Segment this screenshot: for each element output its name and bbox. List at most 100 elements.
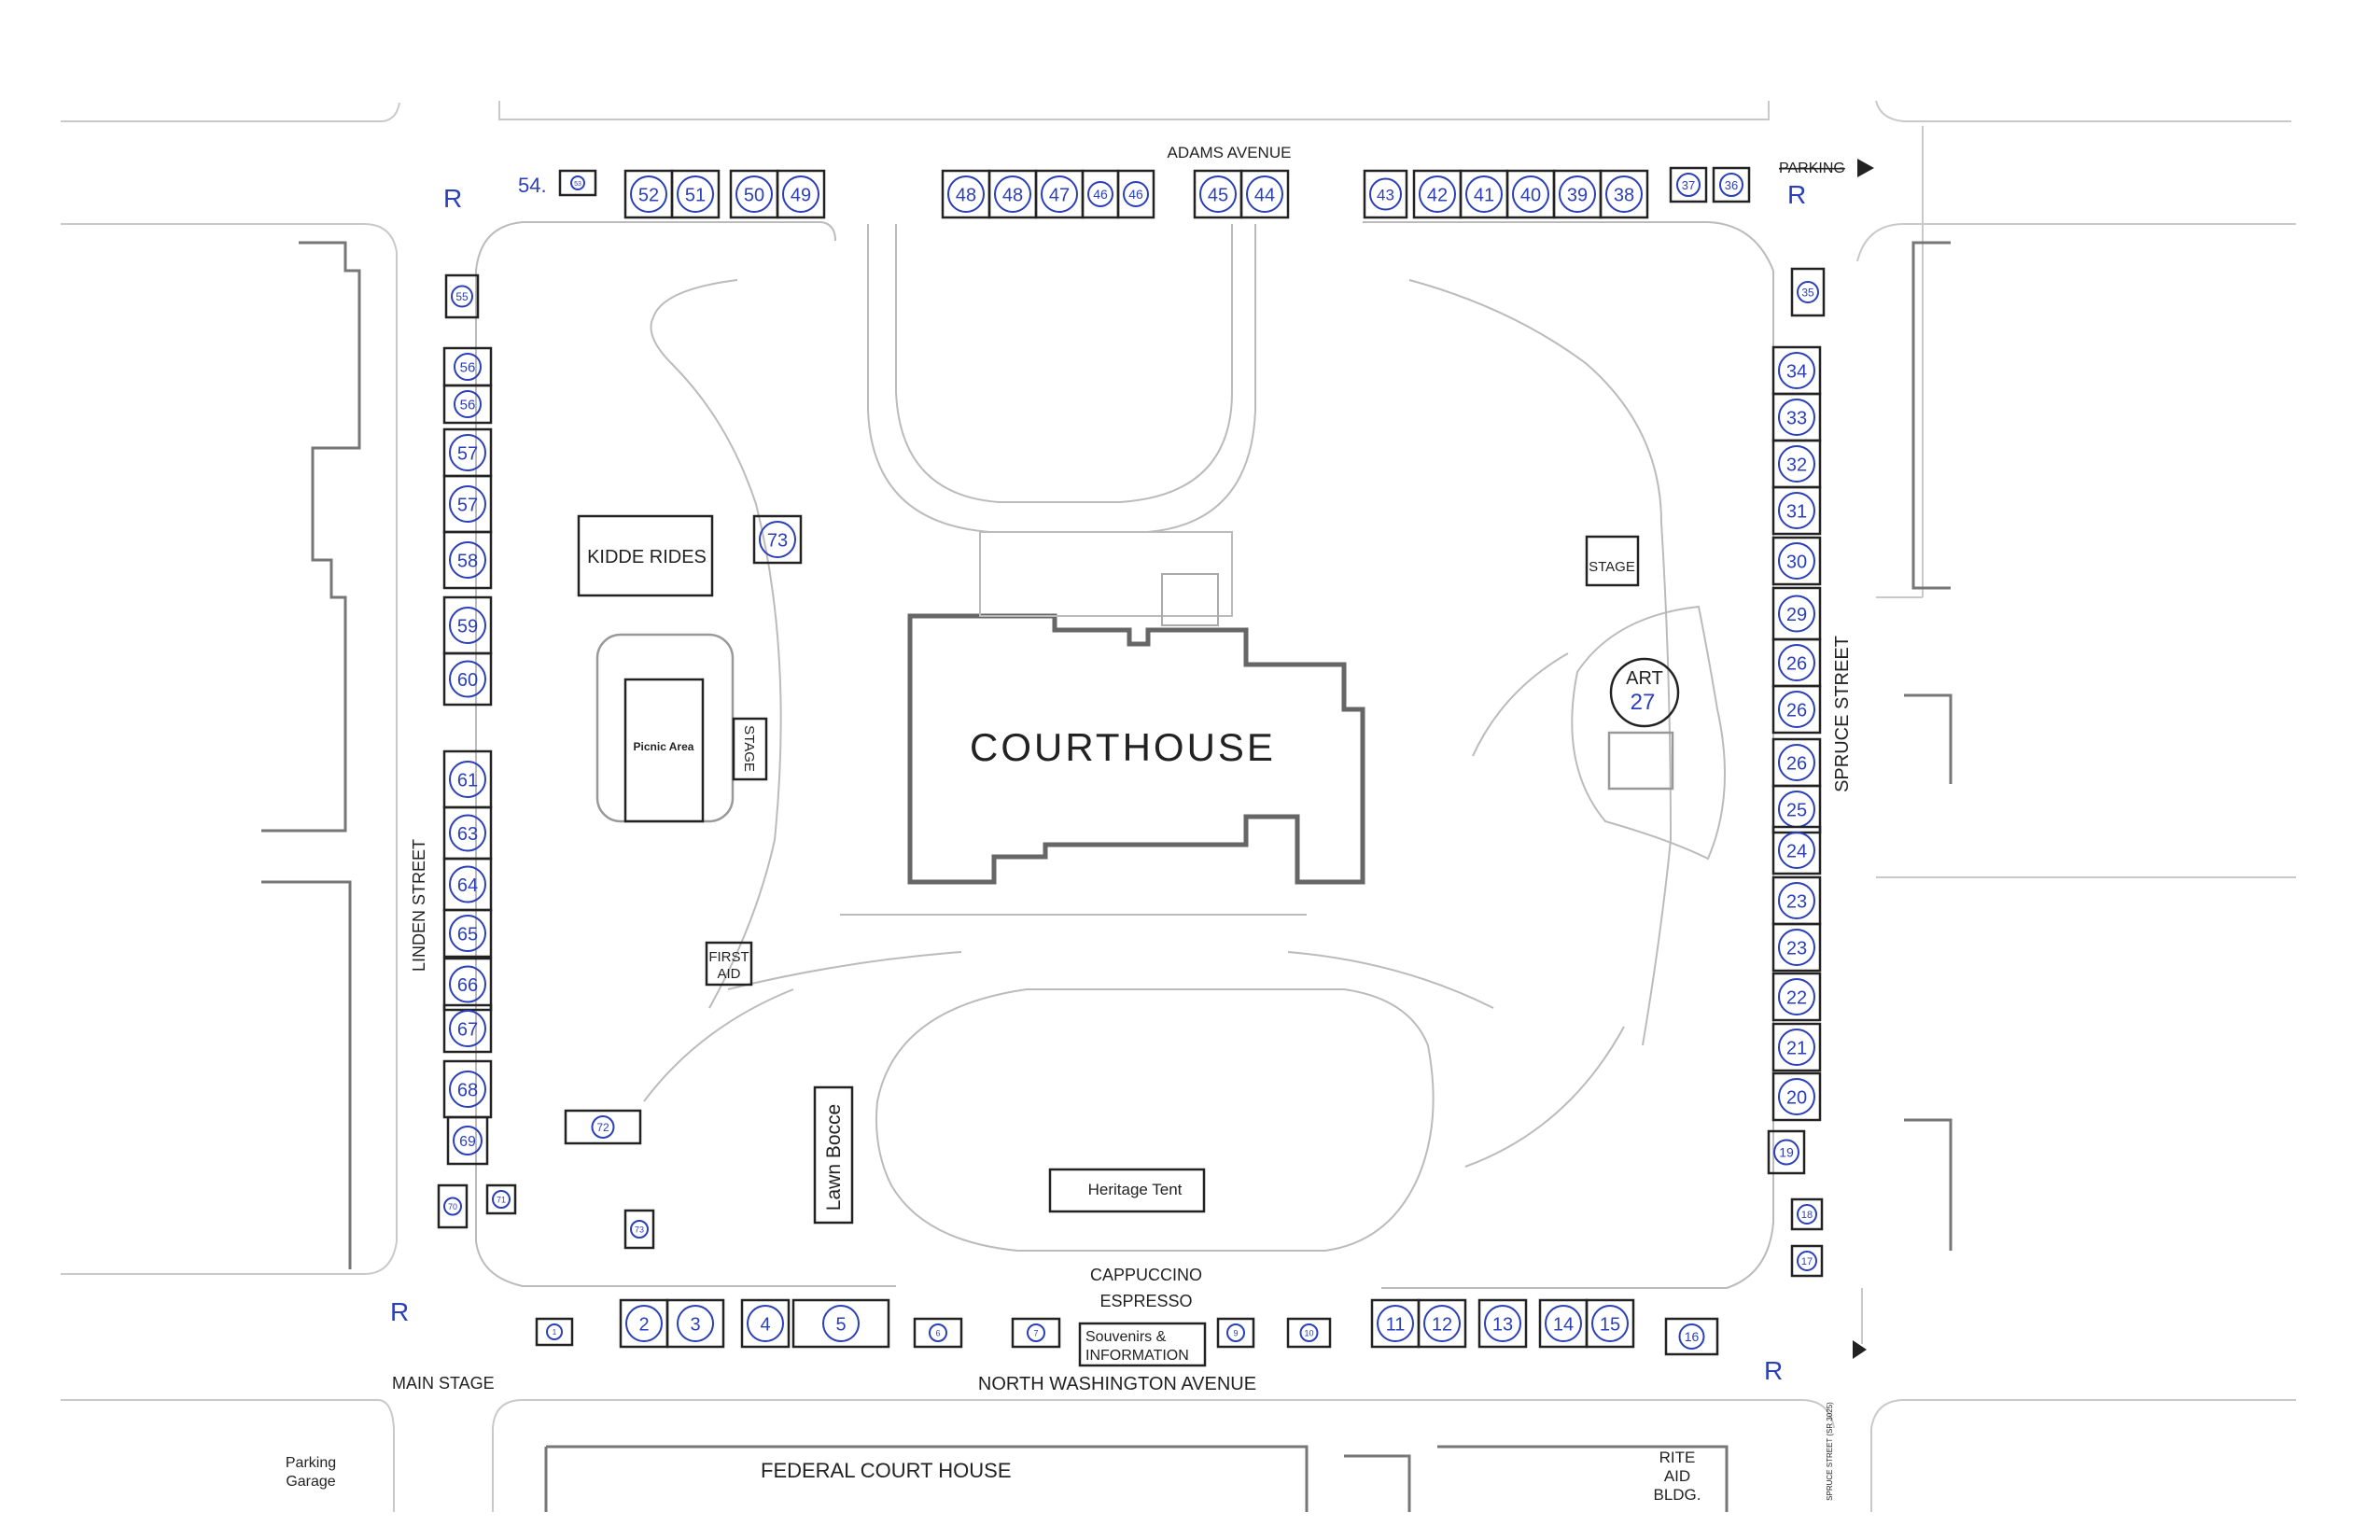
booth-circle [630, 1220, 649, 1239]
booth-circle [1226, 1323, 1245, 1342]
kidde-rides-label: KIDDE RIDES [587, 547, 707, 567]
booth-box [1664, 1317, 1719, 1356]
booth-number: 31 [1786, 502, 1807, 523]
booth-circle [449, 1010, 486, 1047]
booth-number: 51 [685, 186, 706, 206]
booth-circle [1041, 175, 1078, 213]
booth-circle [449, 761, 486, 798]
booth-number: 57 [457, 444, 478, 465]
booth-number: 58 [457, 552, 478, 572]
booth-number: 25 [1786, 801, 1807, 821]
booth-circle [1773, 1139, 1799, 1166]
street-east-small: SPRUCE STREET (SR 3025) [1826, 1402, 1834, 1501]
booth-circle [1369, 177, 1402, 211]
booth-circle [822, 1305, 860, 1342]
courthouse-building: COURTHOUSE [907, 531, 1365, 885]
booth-number: 69 [459, 1134, 476, 1150]
street-east: SPRUCE STREET [1832, 636, 1853, 792]
rite-aid-label-1: RITE [1659, 1449, 1696, 1466]
booth-circle [1512, 175, 1549, 213]
booth-circle [947, 175, 985, 213]
booth-circle [1591, 1305, 1629, 1342]
booth-circle [1797, 1251, 1817, 1271]
booth-circle [1484, 1305, 1521, 1342]
booth-number: 6 [935, 1329, 940, 1338]
booth-circle [1559, 175, 1596, 213]
booth-number: 49 [791, 186, 811, 206]
booth-number: 20 [1786, 1088, 1807, 1109]
buildings [261, 241, 1953, 1512]
booth-box [535, 1317, 574, 1347]
booth-number: 42 [1427, 186, 1448, 206]
booth-circle [454, 390, 482, 418]
booth-number: 60 [457, 670, 478, 691]
booth-number: 46 [1093, 187, 1108, 202]
souvenirs-label-1: Souvenirs & [1085, 1329, 1167, 1345]
booth-number: 47 [1049, 186, 1070, 206]
booth-box [442, 1003, 493, 1054]
booth-box [1477, 1298, 1528, 1349]
street-grid [61, 100, 2296, 1512]
booth-box [623, 1209, 655, 1250]
booth-number: 23 [1786, 892, 1807, 913]
restroom-marker: R [390, 1297, 409, 1326]
booth-circle [1123, 181, 1149, 207]
booth-number: 48 [956, 186, 976, 206]
booth-number: 53 [574, 181, 581, 188]
booth-number: 9 [1233, 1329, 1238, 1338]
parking-label: PARKING [1779, 161, 1845, 176]
street-south: NORTH WASHINGTON AVENUE [978, 1374, 1256, 1394]
street-north: ADAMS AVENUE [1168, 144, 1292, 161]
booth-number: 45 [1208, 186, 1228, 206]
booth-box [446, 1115, 489, 1166]
booth-box [442, 908, 493, 959]
booth-circle [454, 353, 482, 381]
booth-number: 57 [457, 496, 478, 516]
booth-circle [591, 1115, 615, 1139]
booth-box [1712, 166, 1751, 203]
booth-circle [449, 915, 486, 952]
kidde-rides-box [577, 514, 714, 597]
booth-circle [1797, 281, 1819, 303]
booth-number: 39 [1567, 186, 1588, 206]
booth-box [1417, 1298, 1467, 1349]
booth-box [1286, 1317, 1332, 1349]
booth-number: 14 [1553, 1315, 1574, 1336]
booth-circle [570, 175, 585, 190]
booth-box [1771, 825, 1822, 875]
booth-circle [994, 175, 1031, 213]
booth-box [564, 1109, 642, 1145]
booth-number: 64 [457, 875, 478, 896]
booth-box [1011, 1317, 1061, 1349]
booth-box [1669, 166, 1708, 203]
booth-number: 2 [638, 1315, 649, 1336]
booth-box [1216, 1317, 1255, 1349]
booth-box [1790, 1244, 1824, 1278]
booth-circle [1778, 744, 1815, 781]
booth-circle [1423, 1305, 1461, 1342]
booth-circle [453, 1126, 483, 1155]
booth-circle [782, 175, 819, 213]
booth-number: 24 [1786, 842, 1807, 862]
feature-labels: KIDDE RIDES Picnic Area STAGE ART 27 FIR… [286, 144, 1853, 1504]
booth-circle [1778, 399, 1815, 436]
rite-aid-label-2: AID [1664, 1467, 1690, 1485]
booth-box [791, 1298, 890, 1349]
booth-circle [1377, 1305, 1414, 1342]
booth-number: 46 [1128, 187, 1143, 202]
booth-box [1771, 972, 1822, 1022]
booth-number: 3 [690, 1315, 700, 1336]
booth-circle [929, 1323, 947, 1342]
cappuccino-label-2: ESPRESSO [1099, 1292, 1192, 1310]
booth-number: 65 [457, 925, 478, 945]
booth-number: 67 [457, 1020, 478, 1041]
booth-number: 35 [1801, 286, 1814, 299]
booth-box [740, 1298, 791, 1349]
booth-circle [759, 521, 796, 558]
booth-number: 73 [767, 531, 788, 552]
booth-circle [449, 660, 486, 698]
booth-box [1771, 1071, 1822, 1122]
booth-circle [449, 865, 486, 903]
booth-box [437, 1183, 469, 1229]
